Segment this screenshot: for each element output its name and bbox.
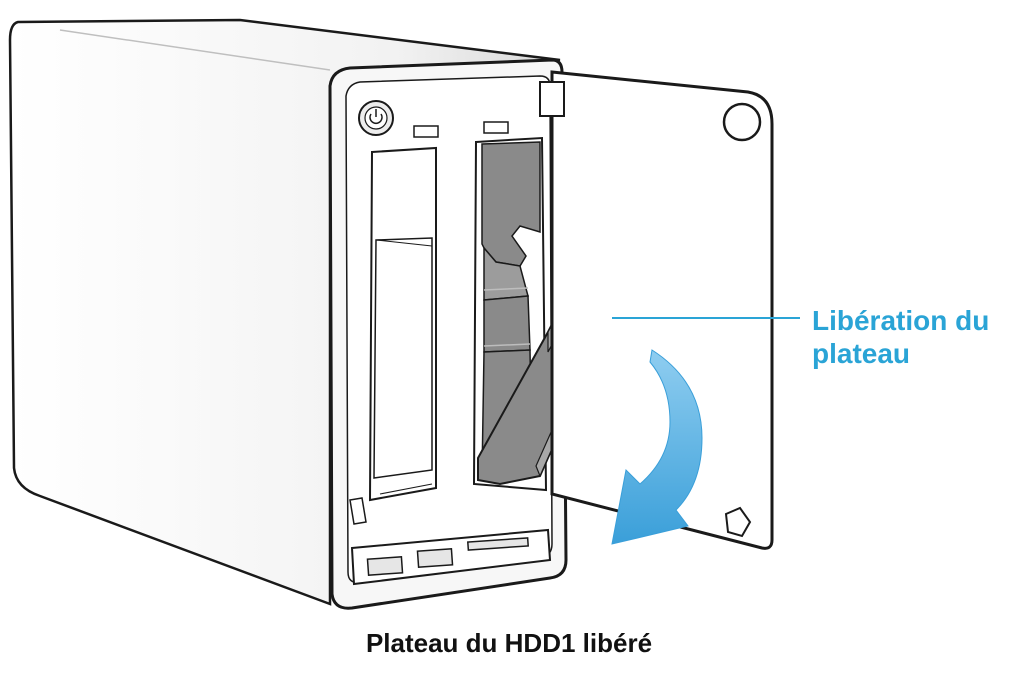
drive-bay-left [368, 146, 437, 502]
curved-arrow-icon [611, 349, 703, 545]
usb-port-2 [416, 548, 454, 568]
callout-line-1: Libération du [812, 305, 990, 336]
door-knob [722, 102, 762, 142]
led-hdd2 [483, 121, 509, 134]
door-clip [724, 506, 752, 538]
front-door [539, 70, 774, 550]
front-latch [349, 497, 367, 525]
figure-caption: Plateau du HDD1 libéré [365, 628, 653, 658]
led-hdd1 [413, 125, 439, 138]
callout-line-2: plateau [812, 338, 911, 369]
usb-port-1 [366, 556, 404, 576]
callout-label: Libération du plateau [812, 304, 1012, 370]
door-hinge [539, 81, 565, 117]
power-button [358, 100, 394, 136]
front-ports [350, 528, 552, 586]
power-icon [369, 109, 383, 124]
card-slot [466, 537, 530, 551]
